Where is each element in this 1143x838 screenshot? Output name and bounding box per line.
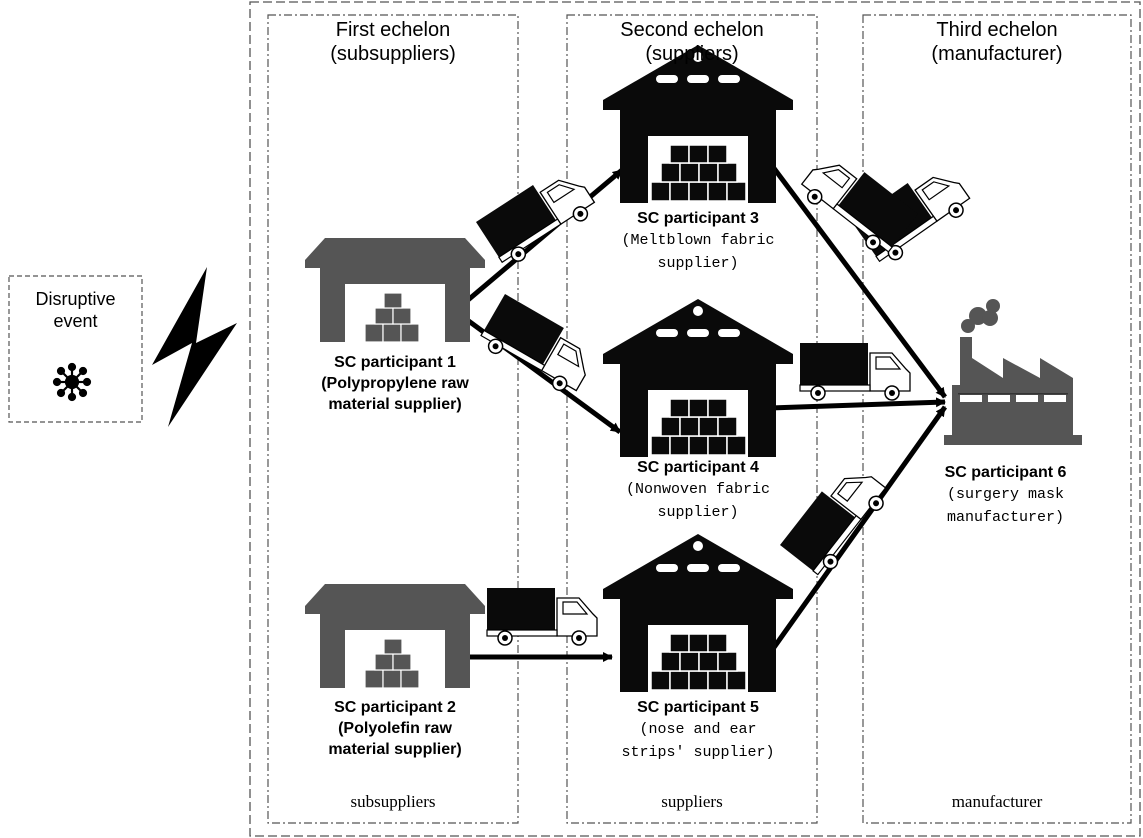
participant-2-name: SC participant 2 <box>334 699 456 716</box>
participant-4-desc-line2: supplier) <box>657 504 739 521</box>
participant-1-desc-line2: material supplier) <box>328 396 462 413</box>
virus-icon <box>52 362 92 402</box>
column-heading-1-line1: First echelon <box>335 19 451 41</box>
column-heading-1: First echelon (subsuppliers) <box>268 18 518 66</box>
column-heading-3-line2: (manufacturer) <box>931 43 1063 65</box>
column-footer-1: subsuppliers <box>350 792 436 811</box>
disruptive-event-label: Disruptive event <box>9 288 142 332</box>
warehouse-icon-p2 <box>304 583 486 689</box>
column-frame-3 <box>862 14 1132 824</box>
participant-1-label: SC participant 1 (Polypropylene raw mate… <box>290 352 500 415</box>
participant-3-desc-line2: supplier) <box>657 255 739 272</box>
participant-1-desc-line1: (Polypropylene raw <box>321 375 469 392</box>
warehouse-icon-p4 <box>602 298 794 458</box>
disruptive-event-line1: Disruptive <box>35 289 116 309</box>
column-heading-2-line2: (suppliers) <box>645 43 739 65</box>
participant-2-desc-line1: (Polyolefin raw <box>338 720 452 737</box>
participant-5-name: SC participant 5 <box>637 699 759 716</box>
participant-4-desc-line1: (Nonwoven fabric <box>625 481 771 498</box>
participant-3-desc-line1: (Meltblown fabric <box>621 232 775 249</box>
factory-icon <box>944 299 1082 445</box>
column-heading-2: Second echelon (suppliers) <box>567 18 817 66</box>
participant-6-desc-line1: (surgery mask <box>946 486 1065 503</box>
participant-3-label: SC participant 3 (Meltblown fabric suppl… <box>598 208 798 275</box>
participant-1-name: SC participant 1 <box>334 354 456 371</box>
column-heading-2-line1: Second echelon <box>620 19 764 41</box>
truck-icon <box>486 587 598 646</box>
participant-6-desc-line2: manufacturer) <box>946 509 1065 526</box>
participant-3-name: SC participant 3 <box>637 210 759 227</box>
participant-5-desc-line1: (nose and ear <box>639 721 757 738</box>
participant-5-label: SC participant 5 (nose and ear strips' s… <box>598 697 798 764</box>
participant-5-desc-line2: strips' supplier) <box>621 744 775 761</box>
column-footer-2: suppliers <box>661 792 723 811</box>
disruptive-event-box <box>8 275 143 423</box>
outer-frame <box>249 1 1141 837</box>
column-frame-1 <box>267 14 519 824</box>
column-heading-1-line2: (subsuppliers) <box>330 43 456 65</box>
disruptive-event-line2: event <box>53 311 98 331</box>
column-heading-3-line1: Third echelon <box>936 19 1058 41</box>
warehouse-icon-p5 <box>602 533 794 693</box>
participant-4-name: SC participant 4 <box>637 459 759 476</box>
flow-arrows <box>453 161 948 662</box>
participant-4-label: SC participant 4 (Nonwoven fabric suppli… <box>598 457 798 524</box>
lightning-icon <box>152 267 237 427</box>
warehouse-icon-p1 <box>304 237 486 343</box>
truck-icon <box>475 161 601 271</box>
participant-6-name: SC participant 6 <box>944 464 1067 481</box>
participant-2-desc-line2: material supplier) <box>328 741 462 758</box>
column-frame-2 <box>566 14 818 824</box>
participant-2-label: SC participant 2 (Polyolefin raw materia… <box>290 697 500 760</box>
participant-6-label: SC participant 6 (surgery mask manufactu… <box>918 462 1093 529</box>
column-heading-3: Third echelon (manufacturer) <box>863 18 1131 66</box>
warehouse-icon-p3 <box>602 44 794 204</box>
column-footer-3: manufacturer <box>951 792 1043 811</box>
truck-icon <box>799 342 911 401</box>
